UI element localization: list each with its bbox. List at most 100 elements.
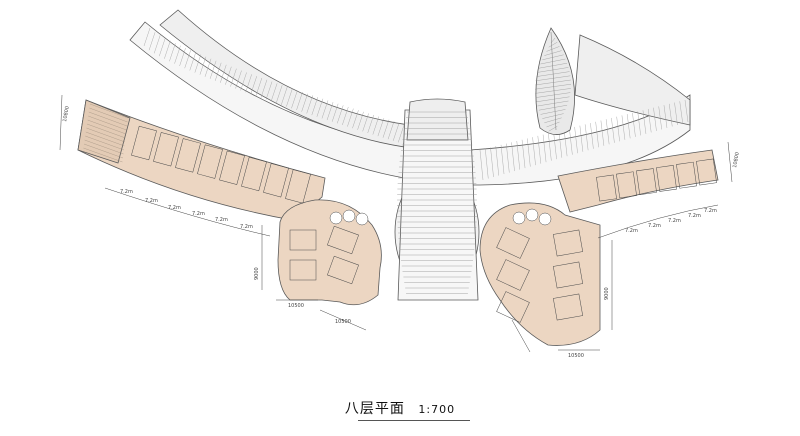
terrace-circles bbox=[329, 208, 552, 226]
roof-hatch-line bbox=[626, 114, 631, 139]
left-room bbox=[175, 138, 201, 173]
roof-hatch-line bbox=[500, 144, 505, 175]
dim-left-bay-6: 7.2m bbox=[240, 224, 253, 230]
right-cluster-room bbox=[496, 227, 530, 259]
leaf-vein bbox=[544, 50, 562, 56]
caption-underline bbox=[358, 420, 470, 421]
roof-hatch-line bbox=[255, 77, 263, 97]
roof-hatch-line bbox=[621, 115, 626, 140]
roof-hatch-line bbox=[331, 103, 339, 122]
leaf-vein bbox=[537, 100, 569, 107]
left-wing-ramp-lines bbox=[83, 103, 129, 163]
roof-hatch-line bbox=[174, 45, 181, 64]
right-cluster-room bbox=[496, 259, 530, 291]
dim-right-end: 10800 bbox=[732, 152, 741, 169]
left-room bbox=[131, 125, 157, 161]
roof-hatch-line bbox=[479, 149, 484, 181]
left-room bbox=[285, 169, 311, 204]
roof-hatch-line bbox=[169, 43, 176, 62]
roof-hatch-line bbox=[209, 60, 217, 79]
roof-hatch-line bbox=[537, 135, 542, 164]
roof-hatch-line bbox=[326, 102, 334, 121]
dim-left-bay-2: 7.2m bbox=[145, 198, 158, 204]
roof-hatch-line bbox=[669, 103, 673, 127]
roof-hatch-line bbox=[260, 79, 268, 98]
roof-hatch-line bbox=[506, 143, 510, 173]
dim-left-end: 10800 bbox=[62, 106, 71, 123]
roof-hatch-line bbox=[194, 54, 202, 73]
ramp-line bbox=[88, 115, 127, 131]
roof-hatch-line bbox=[679, 101, 683, 124]
roof-hatch-line bbox=[542, 134, 547, 163]
roof-hatch-line bbox=[642, 110, 647, 134]
roof-hatch-line bbox=[189, 52, 196, 71]
dim-left-bay-3: 7.2m bbox=[168, 205, 181, 211]
roof-hatch-line bbox=[398, 124, 405, 143]
roof-hatch-line bbox=[387, 121, 395, 140]
plan-title: 八层平面 bbox=[344, 401, 405, 417]
roof-hatch-line bbox=[367, 114, 374, 134]
plan-scale: 1:700 bbox=[418, 403, 456, 416]
dim-left-bay-4: 7.2m bbox=[192, 211, 205, 217]
left-wing bbox=[77, 99, 382, 306]
roof-hatch-line bbox=[204, 58, 212, 77]
right-cluster-room bbox=[552, 293, 584, 321]
left-cluster-room bbox=[289, 229, 317, 251]
ramp-line bbox=[89, 103, 129, 119]
roof-hatch-line bbox=[653, 107, 657, 131]
roof-hatch-line bbox=[579, 125, 584, 152]
roof-hatch-line bbox=[143, 27, 151, 47]
ramp-line bbox=[87, 119, 127, 135]
roof-hatch-line bbox=[558, 130, 563, 158]
leaf-vein bbox=[536, 71, 570, 77]
leaf-vein bbox=[535, 79, 571, 86]
leaf-vein bbox=[535, 92, 571, 98]
roof-hatch-line bbox=[235, 70, 242, 89]
leaf-vein bbox=[538, 63, 568, 69]
leaf-vein bbox=[537, 67, 569, 73]
right-room bbox=[696, 158, 717, 186]
leaf-vein bbox=[548, 126, 558, 132]
roof-hatch-line bbox=[148, 32, 156, 51]
roof-hatch-line bbox=[240, 72, 247, 91]
roof-hatch-line bbox=[265, 81, 273, 100]
roof-hatch-line bbox=[684, 99, 689, 123]
roof-hatch-line bbox=[337, 105, 344, 124]
right-cluster-room bbox=[552, 261, 584, 289]
left-room bbox=[263, 163, 289, 198]
roof-hatch-line bbox=[347, 108, 354, 127]
right-room bbox=[636, 168, 657, 195]
roof-hatch-line bbox=[357, 111, 364, 130]
roof-hatch-line bbox=[321, 100, 329, 119]
leaf-vein bbox=[536, 96, 570, 102]
ramp-line bbox=[85, 135, 125, 151]
leaf-skylight bbox=[535, 27, 575, 135]
roof-hatch-line bbox=[250, 76, 257, 95]
ramp-line bbox=[83, 147, 123, 163]
roof-hatch-line bbox=[276, 85, 283, 104]
leaf-vein bbox=[535, 75, 571, 81]
left-room bbox=[153, 132, 179, 167]
left-cluster-room bbox=[327, 225, 359, 255]
leaf-vein bbox=[540, 58, 566, 65]
roof-hatch-line bbox=[516, 141, 520, 170]
right-room bbox=[656, 165, 677, 192]
leaf-vein bbox=[542, 113, 564, 119]
leaf-veins bbox=[534, 37, 572, 132]
leaf-vein bbox=[540, 109, 566, 115]
central-atrium bbox=[394, 98, 480, 301]
roof-hatch-line bbox=[316, 98, 324, 117]
roof-hatch-line bbox=[352, 110, 359, 129]
right-room bbox=[616, 171, 637, 199]
leaf-vein bbox=[544, 117, 562, 123]
roof-hatch-line bbox=[270, 83, 278, 102]
left-room bbox=[241, 156, 267, 192]
roof-hatch-line bbox=[485, 148, 489, 179]
roof-hatch-line bbox=[569, 128, 573, 155]
roof-hatch-line bbox=[184, 50, 191, 69]
left-cluster-room bbox=[327, 255, 359, 285]
roof-hatch-line bbox=[632, 112, 636, 137]
roof-hatch-line bbox=[527, 138, 531, 167]
dim-right-bay-3: 7.2m bbox=[668, 218, 681, 224]
